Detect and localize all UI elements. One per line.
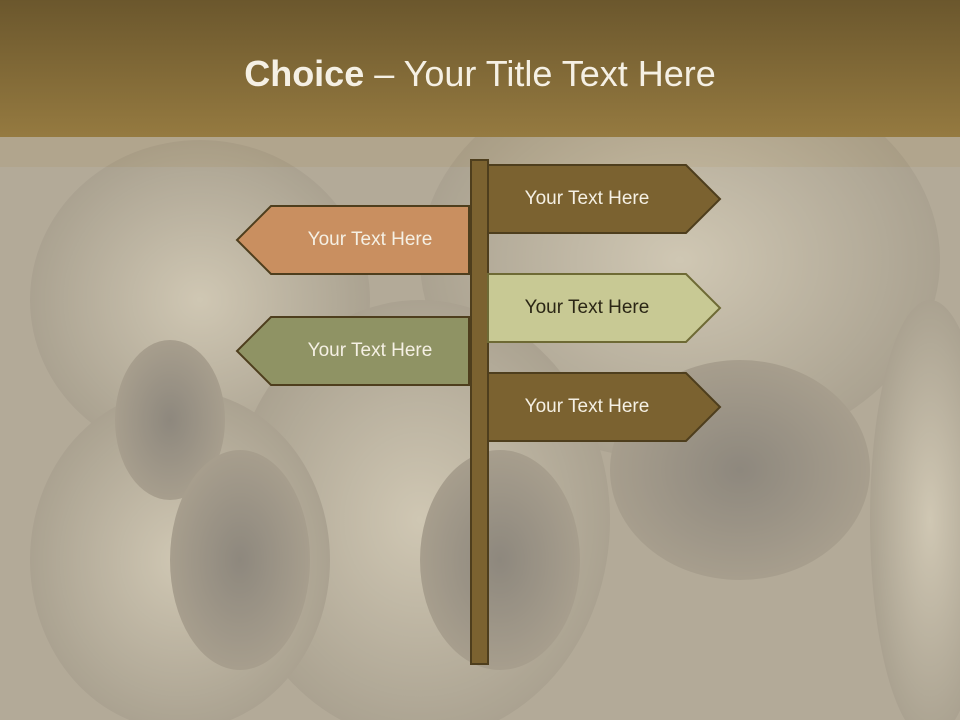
title-bold: Choice bbox=[244, 53, 365, 94]
sign-1-shape[interactable] bbox=[487, 164, 722, 234]
signpost-pole bbox=[470, 159, 489, 665]
sign-2-label[interactable]: Your Text Here bbox=[307, 229, 433, 250]
sign-3-shape[interactable] bbox=[487, 273, 722, 343]
sign-5-label[interactable]: Your Text Here bbox=[524, 396, 650, 417]
sign-1-label[interactable]: Your Text Here bbox=[524, 188, 650, 209]
sign-3-label[interactable]: Your Text Here bbox=[524, 297, 650, 318]
sign-4-label[interactable]: Your Text Here bbox=[307, 340, 433, 361]
title-bar bbox=[0, 0, 960, 137]
sign-5-shape[interactable] bbox=[487, 372, 722, 442]
sign-4-shape[interactable] bbox=[235, 316, 470, 386]
slide-title: Choice – Your Title Text Here bbox=[0, 52, 960, 96]
sign-2-shape[interactable] bbox=[235, 205, 470, 275]
title-rest: – Your Title Text Here bbox=[364, 53, 716, 94]
